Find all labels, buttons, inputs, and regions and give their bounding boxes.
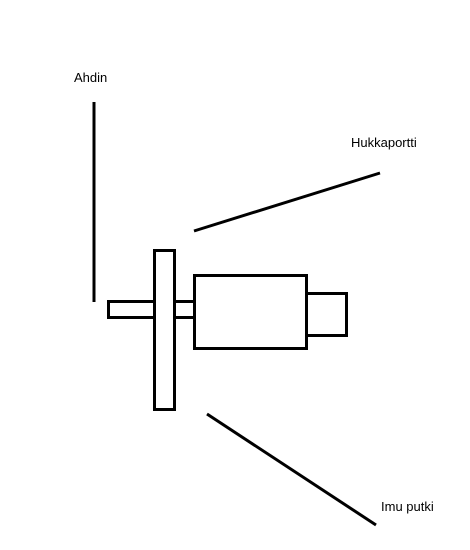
shaft-right bbox=[173, 300, 196, 319]
end-cap bbox=[305, 292, 348, 337]
leader-line-intake-pipe bbox=[206, 412, 377, 527]
shaft-left bbox=[107, 300, 156, 319]
label-wastegate: Hukkaportti bbox=[351, 135, 417, 150]
vertical-plate bbox=[153, 249, 176, 411]
housing-body bbox=[193, 274, 308, 350]
label-intake-pipe: Imu putki bbox=[381, 499, 434, 514]
leader-line-wastegate bbox=[193, 171, 381, 233]
label-compressor: Ahdin bbox=[74, 70, 107, 85]
